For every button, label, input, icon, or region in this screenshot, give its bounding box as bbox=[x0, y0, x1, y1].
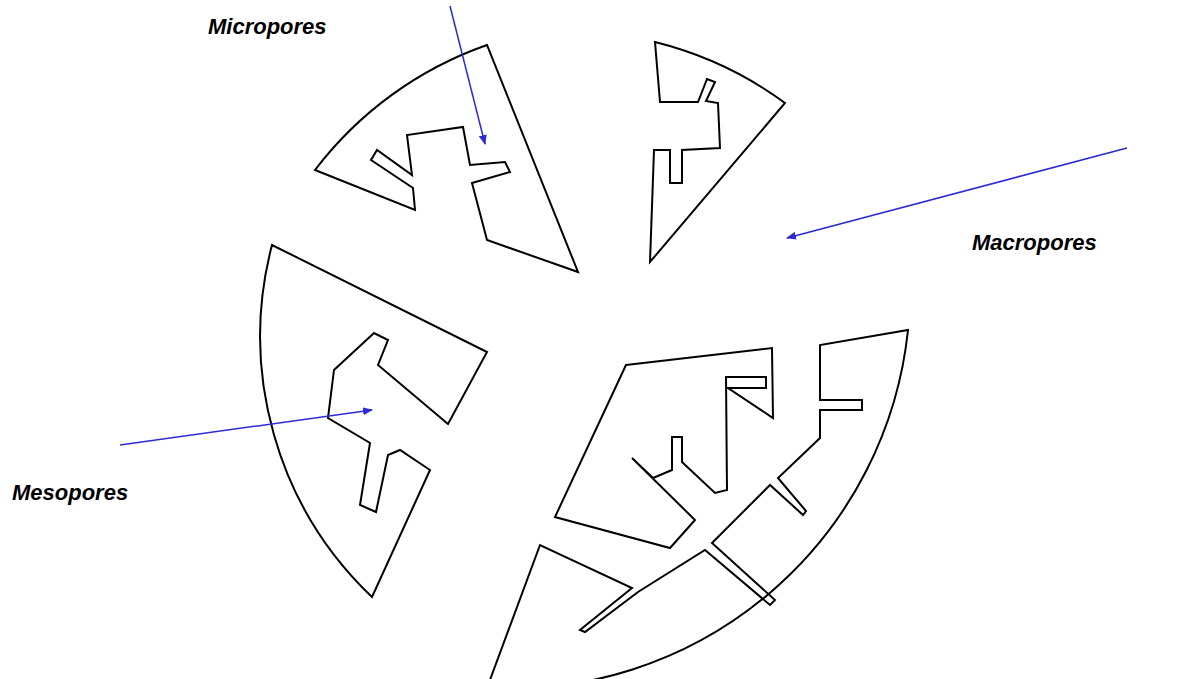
particle-fragment bbox=[487, 330, 908, 679]
pore-label: Mesopores bbox=[12, 480, 128, 506]
particle-fragment bbox=[650, 42, 785, 262]
leader-arrow bbox=[120, 410, 372, 445]
pore-label: Micropores bbox=[208, 14, 327, 40]
pore-label: Macropores bbox=[972, 230, 1097, 256]
particle-fragment bbox=[555, 348, 773, 548]
particle-fragment bbox=[315, 45, 578, 272]
leader-arrow bbox=[787, 148, 1127, 238]
leader-arrow bbox=[450, 6, 485, 144]
